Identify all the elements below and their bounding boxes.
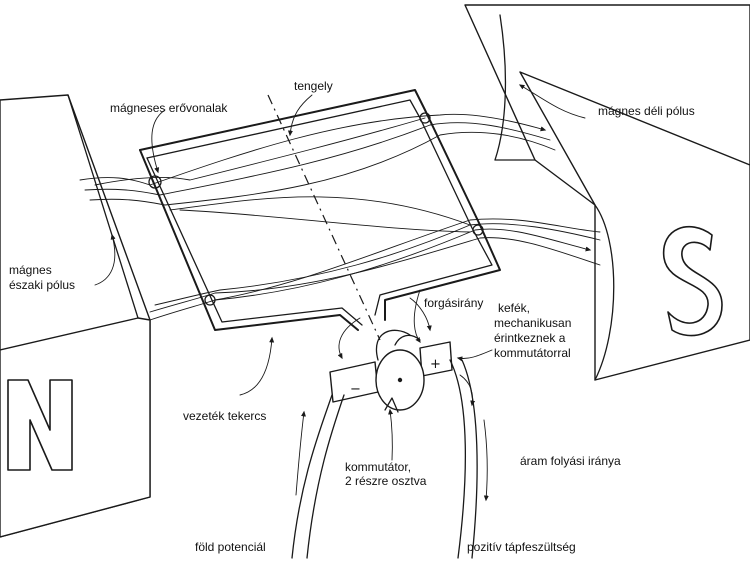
- coil-joint-1: [148, 175, 162, 189]
- annotation-arrows: [94, 84, 586, 502]
- south-magnet: [464, 4, 750, 381]
- field-lines: [79, 113, 601, 321]
- label-north-pole-2: északi pólus: [9, 278, 76, 292]
- positive-sign: +: [430, 357, 441, 372]
- label-coil: vezeték tekercs: [183, 409, 267, 423]
- label-brushes-1: kefék,: [498, 301, 531, 315]
- label-current-direction: áram folyási iránya: [520, 454, 621, 468]
- label-brushes-4: kommutátorral: [494, 346, 571, 360]
- coil-joint-4: [204, 294, 216, 306]
- label-ground: föld potenciál: [195, 540, 266, 554]
- commutator-assembly: − +: [329, 329, 453, 413]
- supply-wires: [291, 359, 478, 559]
- label-brushes-2: mechanikusan: [494, 316, 572, 330]
- label-positive: pozitív tápfeszültség: [467, 540, 576, 554]
- wire-coil: [139, 89, 501, 331]
- north-letter-n: [7, 379, 73, 471]
- label-commutator-1: kommutátor,: [345, 460, 412, 474]
- coil-joint-3: [472, 224, 484, 236]
- axis-line: [267, 94, 381, 341]
- north-magnet: [0, 94, 151, 538]
- label-axis: tengely: [294, 79, 333, 93]
- south-letter-s: [662, 226, 723, 337]
- label-rotation: forgásirány: [424, 296, 484, 310]
- negative-sign: −: [350, 382, 361, 397]
- label-brushes-3: érintkeznek a: [494, 331, 566, 345]
- label-commutator-2: 2 részre osztva: [345, 474, 427, 488]
- label-north-pole-1: mágnes: [9, 263, 52, 277]
- label-south-pole: mágnes déli pólus: [598, 104, 695, 118]
- coil-joint-2: [419, 112, 431, 124]
- label-field-lines: mágneses erővonalak: [110, 101, 228, 115]
